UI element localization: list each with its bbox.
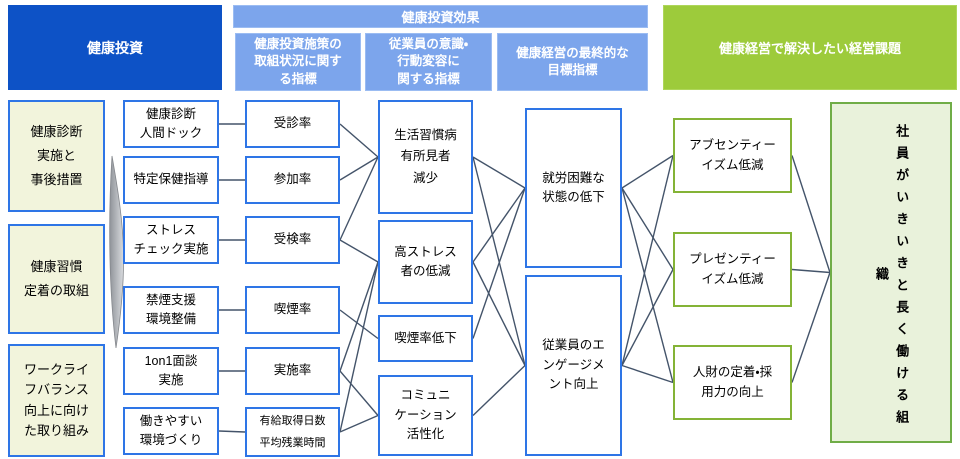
measure-kinen: 禁煙支援 環境整備 [123, 286, 219, 334]
header-metrics-activity: 健康投資施策の 取組状況に関す る指標 [235, 33, 361, 91]
issue-presenteeism: プレゼンティー イズム低減 [673, 232, 792, 307]
outcome-communication: コミュニ ケーション 活性化 [378, 375, 473, 456]
header-metrics-behavior: 従業員の意識・ 行動変容に 関する指標 [365, 33, 492, 91]
outcome-lifestyle: 生活習慣病 有所見者 減少 [378, 100, 473, 214]
header-metrics-final: 健康経営の最終的な 目標指標 [497, 33, 648, 91]
group-habit: 健康習慣 定着の取組 [8, 224, 105, 334]
issue-absenteeism: アブセンティー イズム低減 [673, 118, 792, 193]
outcome-stress: 高ストレス 者の低減 [378, 220, 473, 304]
header-issues: 健康経営で解決したい経営課題 [663, 5, 957, 90]
measure-stresscheck: ストレス チェック実施 [123, 216, 219, 264]
group-worklife: ワークライ フバランス 向上に向け た取り組み [8, 344, 105, 457]
measure-environment: 働きやすい 環境づくり [123, 407, 219, 455]
rate-juken: 受検率 [245, 216, 340, 264]
issue-retention: 人財の定着・採 用力の向上 [673, 345, 792, 420]
outcome-smoking: 喫煙率低下 [378, 315, 473, 362]
measure-checkup: 健康診断 人間ドック [123, 100, 219, 148]
measure-hoken: 特定保健指導 [123, 156, 219, 204]
target-engagement: 従業員のエ ンゲージメ ント向上 [525, 275, 622, 456]
rate-jisshi: 実施率 [245, 347, 340, 395]
rate-kitsuen: 喫煙率 [245, 286, 340, 334]
flow-arrow [109, 155, 124, 349]
rate-sanka: 参加率 [245, 156, 340, 204]
rate-jushin: 受診率 [245, 100, 340, 148]
target-work-difficulty: 就労困難な 状態の低下 [525, 108, 622, 268]
header-investment: 健康投資 [8, 5, 222, 90]
group-checkup: 健康診断 実施と 事後措置 [8, 100, 105, 212]
goal-organization: 社員がいきいきと長く働ける組織 [830, 102, 952, 443]
header-effects: 健康投資効果 [233, 5, 648, 28]
measure-1on1: 1on1面談 実施 [123, 347, 219, 395]
rate-yukyu: 有給取得日数 平均残業時間 [245, 407, 340, 457]
